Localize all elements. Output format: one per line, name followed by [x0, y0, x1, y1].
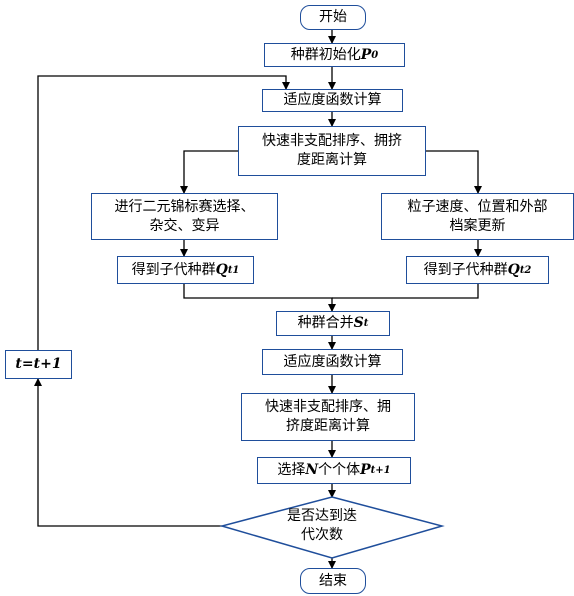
- particle-node: 粒子速度、位置和外部 档案更新: [381, 193, 574, 240]
- edge-counter-fitness1: [37, 75, 290, 350]
- decision-line-2: 代次数: [301, 527, 343, 543]
- edge-offspring1-merge: [183, 284, 336, 312]
- select-sub: t+1: [370, 465, 391, 476]
- select-label: 选择: [277, 462, 306, 478]
- sort-line-2b: 挤度距离计算: [286, 418, 370, 434]
- end-label: 结束: [319, 572, 347, 589]
- decision-diamond: [219, 496, 445, 559]
- sort-node-1: 快速非支配排序、拥挤 度距离计算: [238, 126, 426, 176]
- start-label: 开始: [319, 9, 347, 25]
- end-node: 结束: [300, 568, 366, 594]
- fitness-label-1: 适应度函数计算: [283, 92, 382, 108]
- select-var-n: N: [305, 462, 319, 478]
- edge-offspring2-merge: [332, 284, 479, 299]
- counter-label: t=t+1: [15, 356, 62, 372]
- sort-line-2a: 快速非支配排序、拥: [265, 399, 391, 415]
- fitness-node-1: 适应度函数计算: [262, 89, 403, 112]
- start-node: 开始: [300, 5, 366, 30]
- edge-sort1-tournament: [180, 150, 238, 194]
- merge-label: 种群合并: [297, 315, 354, 331]
- offspring-label-1: 得到子代种群: [131, 261, 216, 278]
- merge-sub: t: [363, 318, 369, 329]
- offspring-sub-1: t1: [227, 264, 240, 276]
- particle-line-2: 档案更新: [449, 217, 506, 234]
- tournament-node: 进行二元锦标赛选择、 杂交、变异: [91, 193, 278, 240]
- offspring-var-2: Q: [507, 261, 520, 278]
- sort-line-1b: 度距离计算: [297, 152, 367, 168]
- decision-label: 是否达到迭 代次数: [222, 505, 422, 547]
- particle-line-1: 粒子速度、位置和外部: [407, 198, 548, 215]
- select-var-p: P: [360, 462, 371, 478]
- init-sub: 0: [371, 49, 379, 61]
- sort-line-1a: 快速非支配排序、拥挤: [262, 133, 402, 149]
- edge-decision-counter: [34, 378, 222, 527]
- counter-node: t=t+1: [5, 350, 72, 379]
- fitness-label-2: 适应度函数计算: [283, 353, 382, 370]
- offspring-label-2: 得到子代种群: [423, 261, 508, 278]
- init-label: 种群初始化: [290, 46, 361, 63]
- init-var: P: [360, 46, 372, 63]
- fitness-node-2: 适应度函数计算: [262, 349, 403, 375]
- tournament-line-2: 杂交、变异: [149, 217, 220, 234]
- tournament-line-1: 进行二元锦标赛选择、: [114, 198, 255, 215]
- edge-sort1-particle: [426, 150, 482, 194]
- select-label-2: 个个体: [318, 462, 361, 478]
- offspring-sub-2: t2: [519, 264, 532, 276]
- offspring-var-1: Q: [215, 261, 228, 278]
- sort-node-2: 快速非支配排序、拥 挤度距离计算: [241, 393, 415, 441]
- decision-line-1: 是否达到迭: [287, 508, 357, 524]
- merge-var: S: [353, 315, 364, 331]
